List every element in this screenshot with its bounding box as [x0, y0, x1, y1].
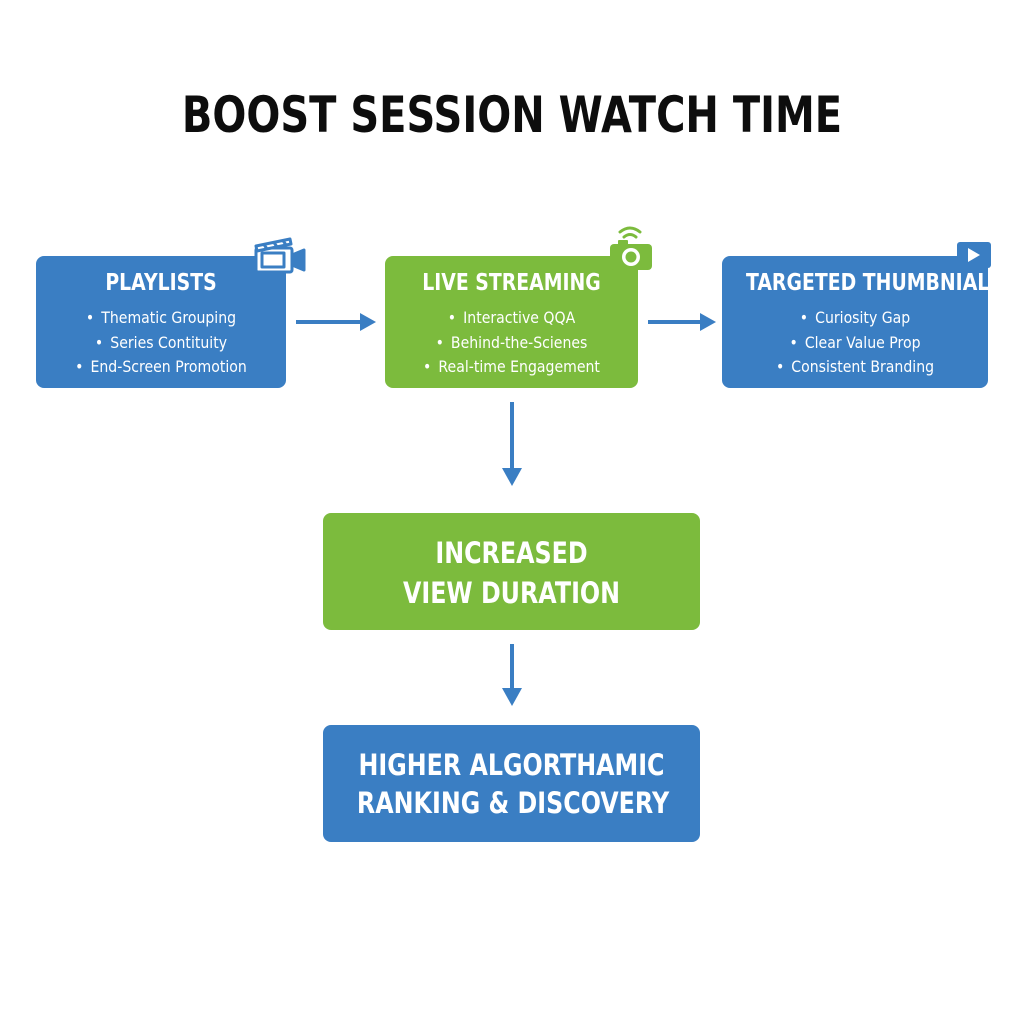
thumbnails-box: TARGETED THUMBNIALS •Curiosity Gap •Clea…	[722, 256, 1003, 388]
list-item: •End-Screen Promotion	[75, 357, 247, 376]
arrow-down-2	[502, 644, 522, 706]
live-streaming-list: •Interactive QQA •Behind-the-Scienes •Re…	[385, 306, 638, 380]
list-item: •Consistent Branding	[775, 357, 935, 376]
list-item: •Behind-the-Scienes	[435, 332, 588, 352]
duration-line-1: INCREASED	[435, 536, 588, 570]
film-camera-icon	[254, 237, 306, 274]
playlists-list: •Thematic Grouping •Series Contituity •E…	[36, 306, 286, 380]
diagram-title: BOOST SESSION WATCH TIME	[181, 86, 843, 144]
thumbnails-title: TARGETED THUMBNIALS	[745, 270, 1003, 296]
ranking-line-1: HIGHER ALGORTHAMIC	[358, 748, 665, 782]
duration-line-2: VIEW DURATION	[402, 576, 621, 610]
live-camera-icon	[610, 226, 652, 270]
higher-ranking-box: HIGHER ALGORTHAMIC RANKING & DISCOVERY	[323, 725, 700, 842]
arrow-right-1	[296, 313, 376, 331]
list-item: •Real-time Engagement	[423, 357, 600, 376]
increased-view-duration-box: INCREASED VIEW DURATION	[323, 513, 700, 630]
playlists-box: PLAYLISTS •Thematic Grouping •Series Con…	[36, 256, 286, 388]
play-icon	[957, 242, 991, 268]
playlists-title: PLAYLISTS	[105, 270, 217, 296]
list-item: •Thematic Grouping	[85, 308, 237, 327]
ranking-line-2: RANKING & DISCOVERY	[356, 786, 670, 820]
arrow-down-1	[502, 402, 522, 486]
list-item: •Clear Value Prop	[789, 332, 921, 352]
list-item: •Series Contituity	[94, 332, 228, 352]
live-streaming-box: LIVE STREAMING •Interactive QQA •Behind-…	[385, 256, 638, 388]
thumbnails-list: •Curiosity Gap •Clear Value Prop •Consis…	[722, 306, 988, 380]
live-streaming-title: LIVE STREAMING	[422, 270, 601, 296]
arrow-right-2	[648, 313, 716, 331]
list-item: •Interactive QQA	[447, 308, 576, 327]
list-item: •Curiosity Gap	[799, 308, 911, 327]
